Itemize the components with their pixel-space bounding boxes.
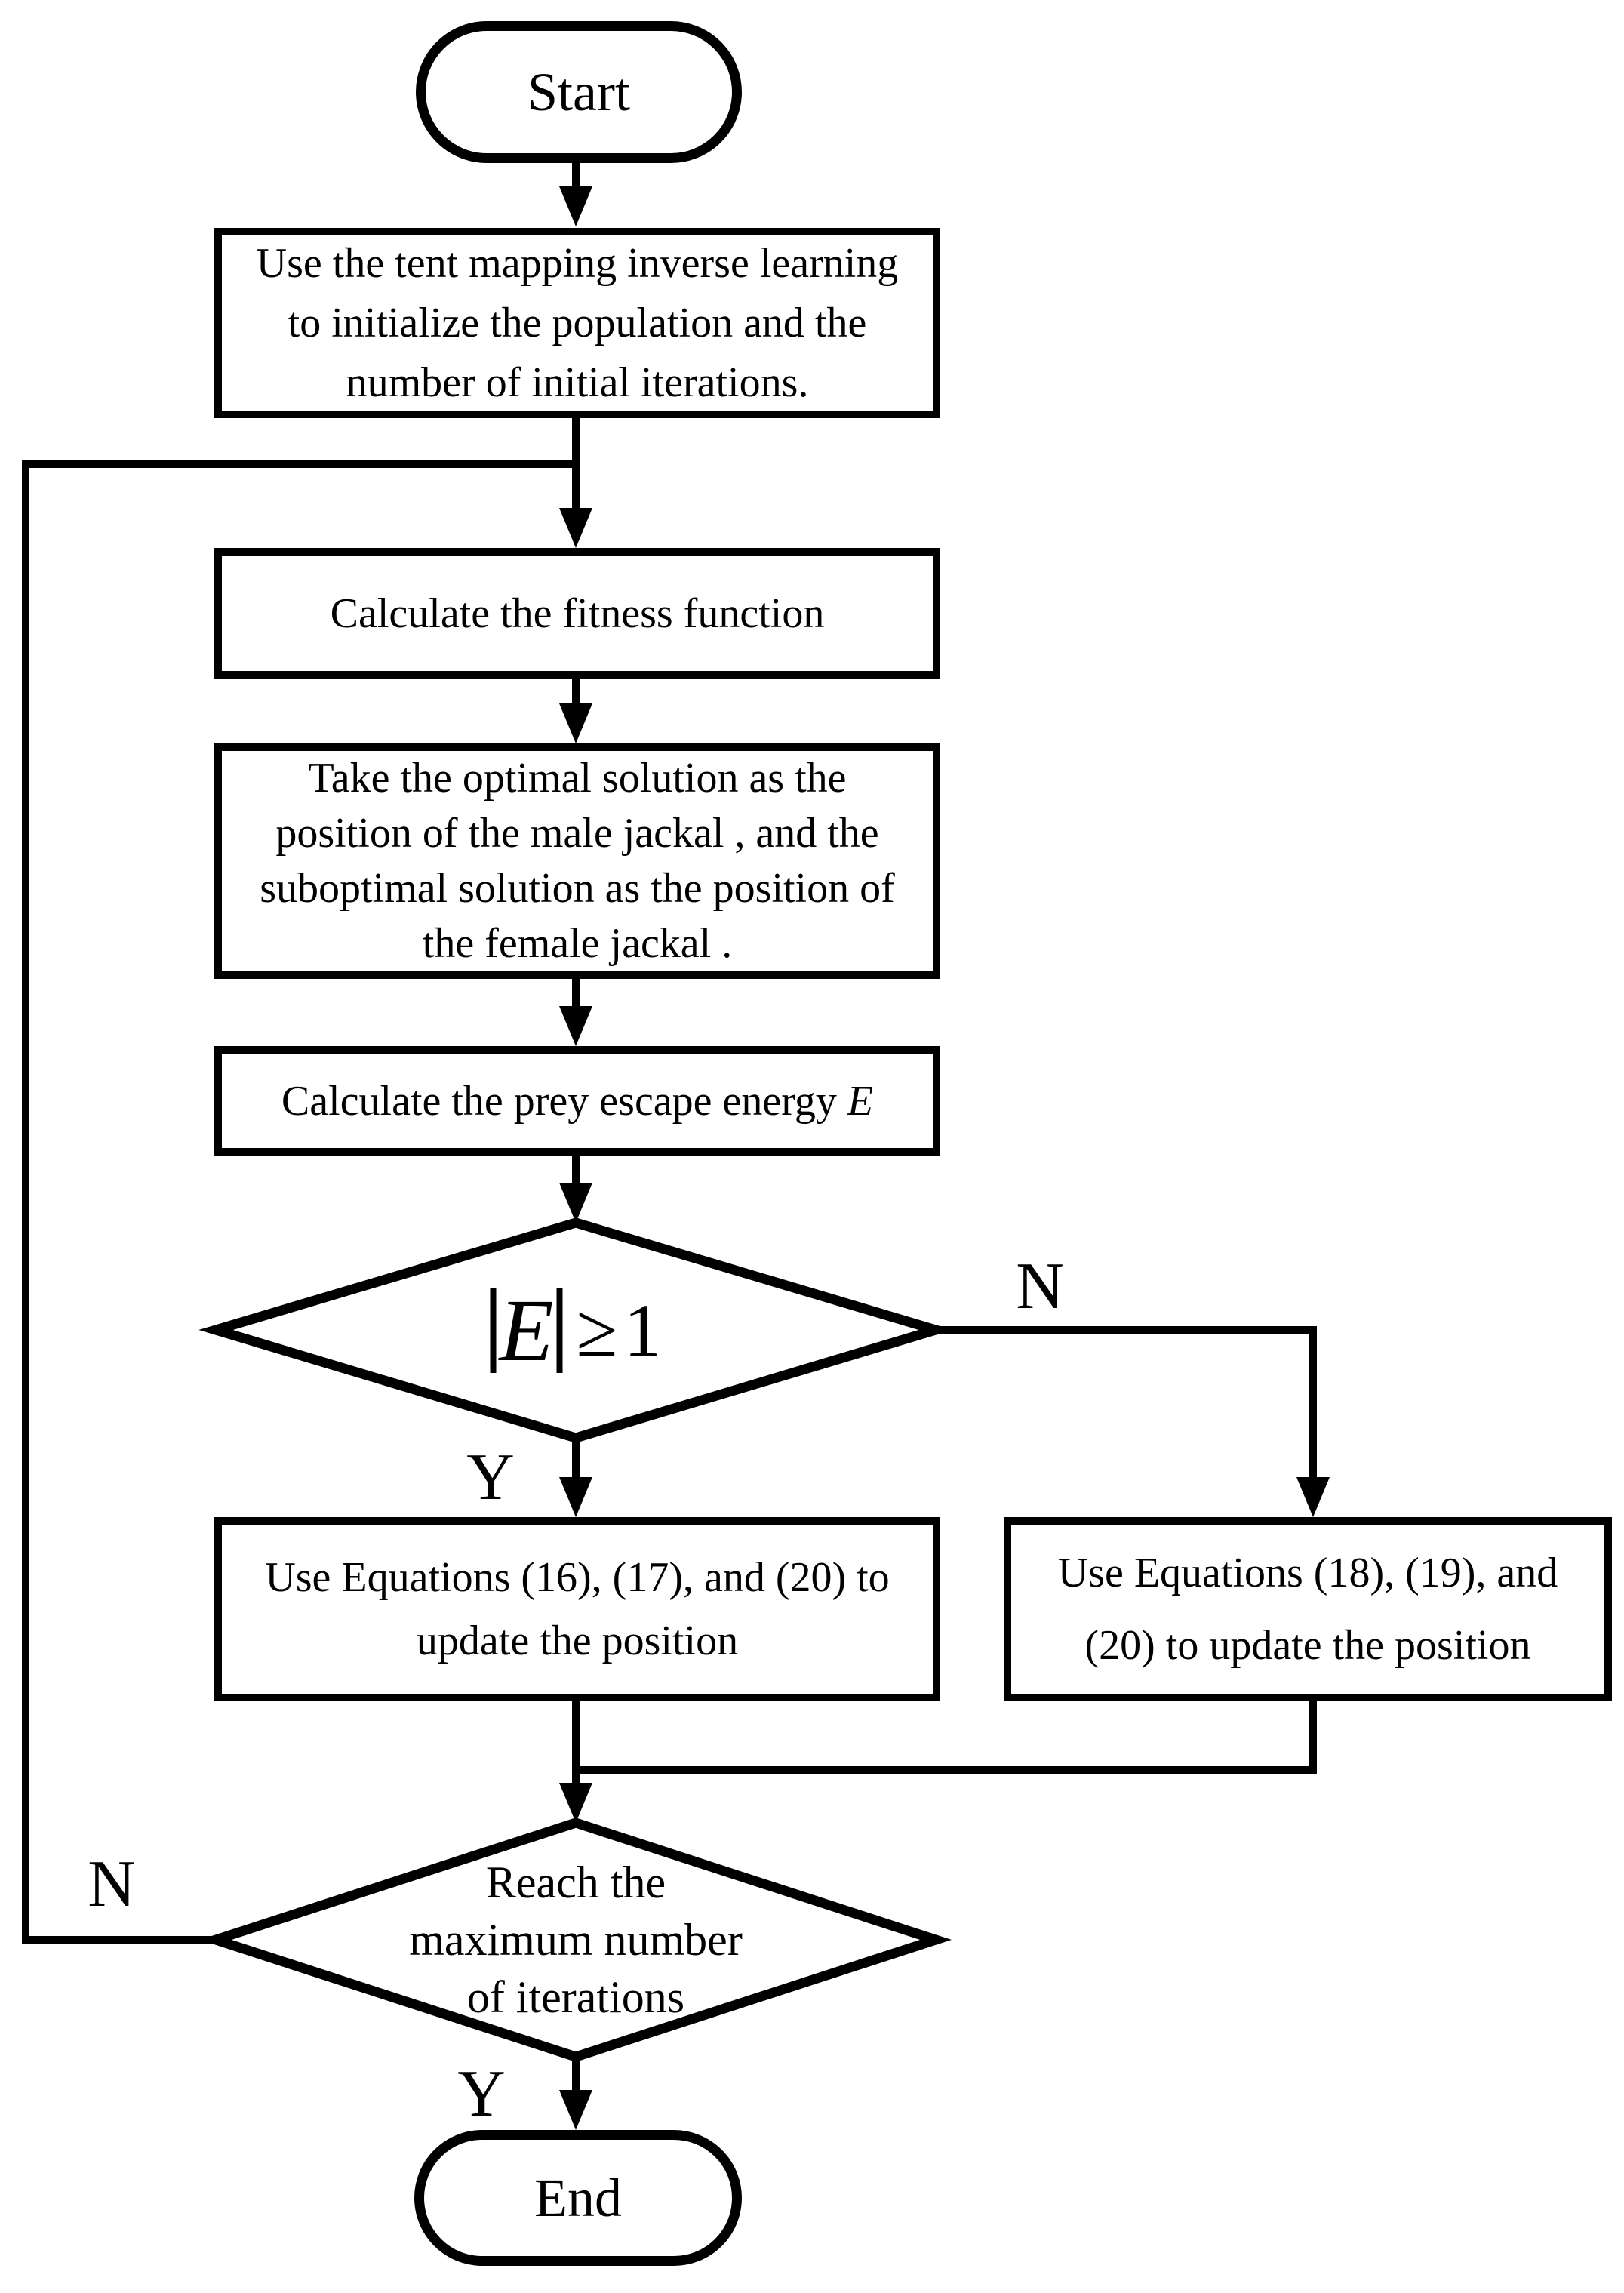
energy-decision-variable: E: [499, 1281, 554, 1380]
arrowhead-init: [559, 186, 592, 226]
init-process-box: Use the tent mapping inverse learning to…: [214, 228, 940, 418]
arrowhead-end: [559, 2090, 592, 2130]
energy-decision-value: 1: [623, 1288, 662, 1372]
init-line: number of initial iterations.: [346, 359, 809, 406]
update-no-line: Use Equations (18), (19), and: [1057, 1550, 1558, 1596]
arrowhead-update-no: [1296, 1477, 1330, 1517]
jackal-line: position of the male jackal , and the: [275, 810, 879, 857]
jackal-process-box: Take the optimal solution as the positio…: [214, 743, 940, 979]
fitness-label: Calculate the fitness function: [330, 589, 825, 637]
iteration-decision-line: Reach the: [485, 1857, 666, 1907]
label-no-top: N: [1016, 1250, 1064, 1323]
iteration-decision-line: maximum number: [409, 1915, 743, 1965]
arrowhead-jackal: [559, 703, 592, 743]
arrowhead-decision2: [559, 1783, 592, 1823]
energy-variable: E: [847, 1077, 874, 1125]
update-yes-line: Use Equations (16), (17), and (20) to: [265, 1554, 890, 1601]
end-terminator: End: [414, 2130, 742, 2266]
end-label: End: [534, 2167, 622, 2228]
update-no-line: (20) to update the position: [1084, 1622, 1531, 1669]
arrowhead-update-yes: [559, 1477, 592, 1517]
update-yes-line: update the position: [416, 1617, 739, 1664]
jackal-line: Take the optimal solution as the: [308, 755, 847, 802]
energy-decision-diamond: [198, 1217, 953, 1443]
absolute-value-bar-right: [556, 1288, 563, 1373]
greater-equal-operator: ≥: [576, 1288, 618, 1372]
energy-label: Calculate the prey escape energy E: [281, 1077, 873, 1125]
arrowhead-energy: [559, 1006, 592, 1046]
arrowhead-fitness: [559, 508, 592, 548]
fitness-process-box: Calculate the fitness function: [214, 548, 940, 679]
absolute-value-bar-left: [490, 1288, 497, 1373]
jackal-line: suboptimal solution as the position of: [260, 865, 895, 912]
update-yes-process-box: Use Equations (16), (17), and (20) to up…: [214, 1517, 940, 1701]
iteration-decision-line: of iterations: [466, 1972, 685, 2022]
start-label: Start: [527, 61, 630, 122]
start-terminator: Start: [416, 21, 742, 163]
jackal-line: the female jackal .: [422, 920, 733, 967]
arrowhead-decision1: [559, 1183, 592, 1223]
energy-label-text: Calculate the prey escape energy: [281, 1077, 847, 1125]
energy-process-box: Calculate the prey escape energy E: [214, 1046, 940, 1156]
iteration-decision-text: Reach the maximum number of iterations: [409, 1854, 743, 2026]
label-yes-bottom: Y: [457, 2058, 506, 2131]
init-line: to initialize the population and the: [288, 299, 867, 346]
energy-decision-formula: E ≥ 1: [490, 1281, 662, 1380]
label-yes-mid: Y: [466, 1441, 515, 1514]
init-line: Use the tent mapping inverse learning: [256, 239, 899, 287]
update-no-process-box: Use Equations (18), (19), and (20) to up…: [1004, 1517, 1612, 1701]
label-no-bottom: N: [88, 1848, 136, 1921]
iteration-decision-diamond: [199, 1817, 952, 2062]
